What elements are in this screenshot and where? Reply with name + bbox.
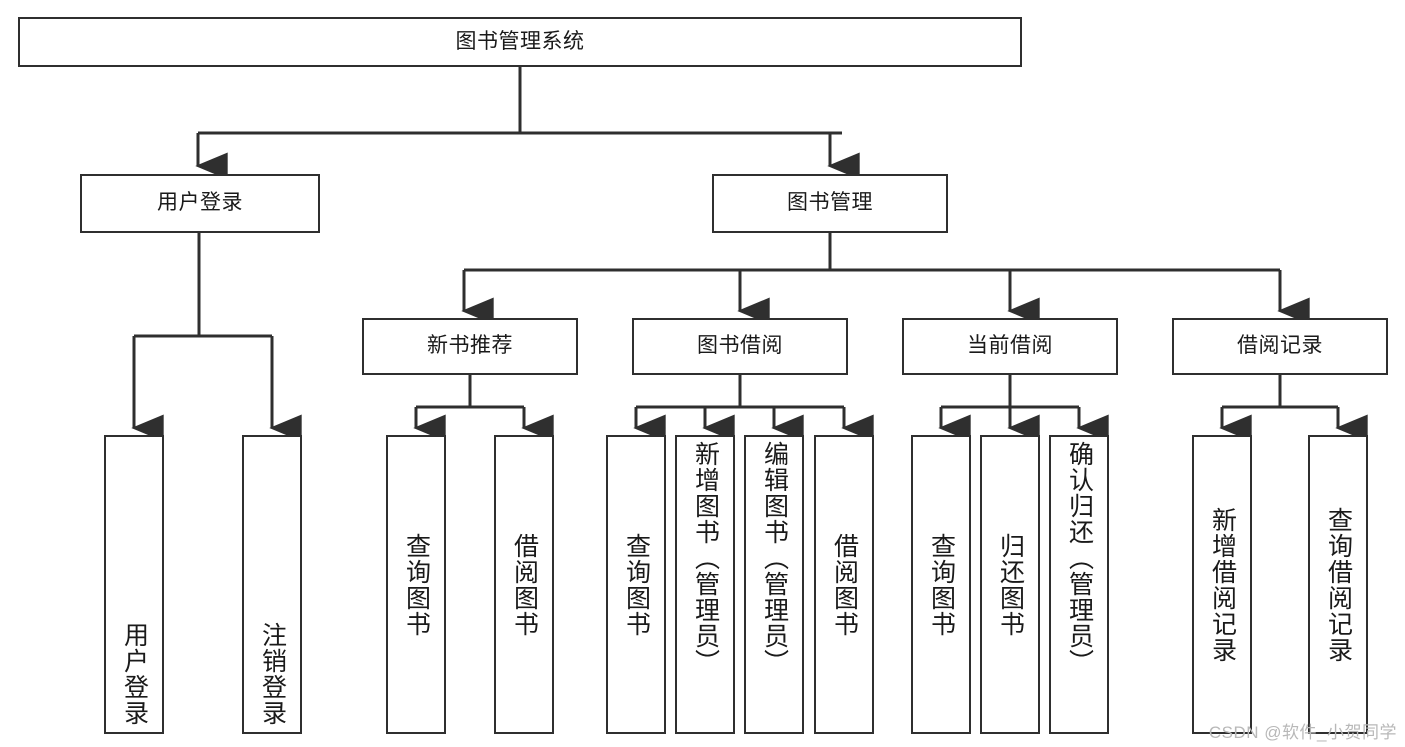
node-leaf-add-borrow-record-label: 新增借阅记录 bbox=[1208, 506, 1237, 663]
node-leaf-query-book-2[interactable]: 查询图书 bbox=[606, 435, 666, 734]
node-book-borrow-label: 图书借阅 bbox=[697, 334, 783, 358]
node-leaf-query-borrow-record-label: 查询借阅记录 bbox=[1324, 506, 1353, 663]
node-leaf-borrow-book-2-label: 借阅图书 bbox=[830, 532, 859, 637]
node-leaf-edit-book-admin-label: 编辑图书（管理员） bbox=[760, 441, 789, 675]
node-leaf-add-borrow-record[interactable]: 新增借阅记录 bbox=[1192, 435, 1252, 734]
node-book-borrow[interactable]: 图书借阅 bbox=[632, 318, 848, 375]
node-leaf-query-book-3-label: 查询图书 bbox=[927, 532, 956, 637]
node-leaf-logout-login[interactable]: 注销登录 bbox=[242, 435, 302, 734]
node-leaf-query-borrow-record[interactable]: 查询借阅记录 bbox=[1308, 435, 1368, 734]
node-leaf-edit-book-admin[interactable]: 编辑图书（管理员） bbox=[744, 435, 804, 734]
node-leaf-return-book[interactable]: 归还图书 bbox=[980, 435, 1040, 734]
node-root-book-management-system[interactable]: 图书管理系统 bbox=[18, 17, 1022, 67]
watermark-text: CSDN @软件_小贺同学 bbox=[1208, 723, 1397, 742]
node-new-book-recommend[interactable]: 新书推荐 bbox=[362, 318, 578, 375]
node-leaf-logout-login-label: 注销登录 bbox=[258, 622, 287, 726]
node-borrow-record-label: 借阅记录 bbox=[1237, 334, 1323, 358]
node-book-management-label: 图书管理 bbox=[787, 191, 873, 215]
node-leaf-borrow-book-1[interactable]: 借阅图书 bbox=[494, 435, 554, 734]
node-current-borrow[interactable]: 当前借阅 bbox=[902, 318, 1118, 375]
node-leaf-query-book-2-label: 查询图书 bbox=[622, 532, 651, 637]
node-new-book-recommend-label: 新书推荐 bbox=[427, 334, 513, 358]
node-leaf-confirm-return-admin-label: 确认归还（管理员） bbox=[1065, 441, 1094, 675]
node-leaf-confirm-return-admin[interactable]: 确认归还（管理员） bbox=[1049, 435, 1109, 734]
node-leaf-add-book-admin-label: 新增图书（管理员） bbox=[691, 441, 720, 675]
node-user-login[interactable]: 用户登录 bbox=[80, 174, 320, 233]
node-leaf-query-book-1[interactable]: 查询图书 bbox=[386, 435, 446, 734]
node-root-label: 图书管理系统 bbox=[455, 29, 585, 53]
node-leaf-borrow-book-1-label: 借阅图书 bbox=[510, 532, 539, 637]
node-leaf-user-login-label: 用户登录 bbox=[120, 622, 149, 726]
node-leaf-add-book-admin[interactable]: 新增图书（管理员） bbox=[675, 435, 735, 734]
node-leaf-borrow-book-2[interactable]: 借阅图书 bbox=[814, 435, 874, 734]
node-current-borrow-label: 当前借阅 bbox=[967, 334, 1053, 358]
node-leaf-query-book-1-label: 查询图书 bbox=[402, 532, 431, 637]
node-leaf-user-login[interactable]: 用户登录 bbox=[104, 435, 164, 734]
node-book-management[interactable]: 图书管理 bbox=[712, 174, 948, 233]
node-leaf-return-book-label: 归还图书 bbox=[996, 532, 1025, 637]
node-leaf-query-book-3[interactable]: 查询图书 bbox=[911, 435, 971, 734]
node-user-login-label: 用户登录 bbox=[157, 191, 243, 215]
node-borrow-record[interactable]: 借阅记录 bbox=[1172, 318, 1388, 375]
